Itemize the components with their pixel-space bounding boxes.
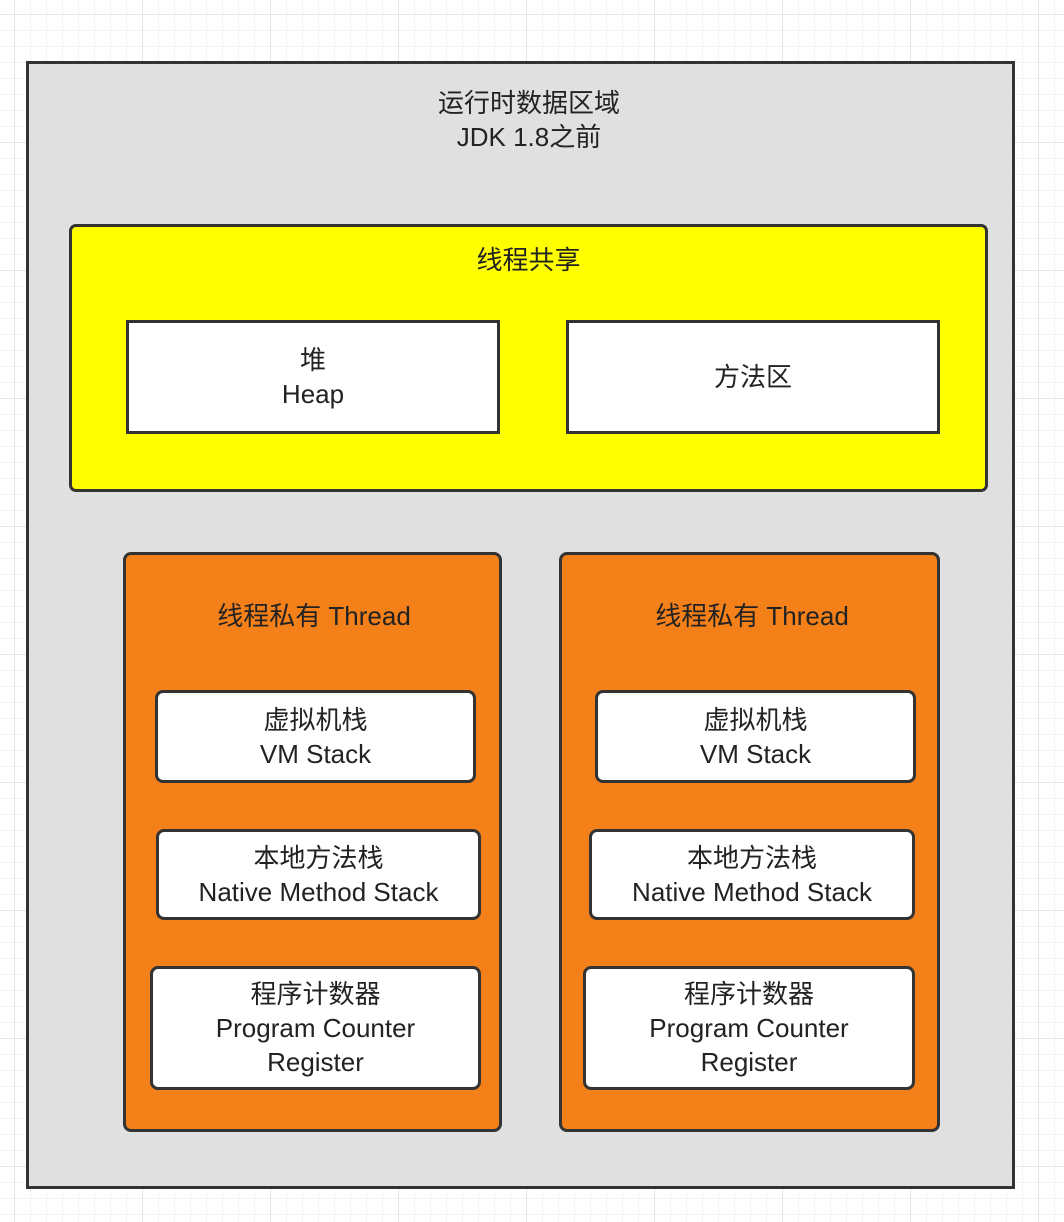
thread-private-title-1: 线程私有 Thread xyxy=(217,601,411,631)
method-area-label: 方法区 xyxy=(713,362,792,392)
heap-box: 堆 Heap xyxy=(126,320,500,434)
runtime-data-area-title: 运行时数据区域 JDK 1.8之前 xyxy=(437,88,620,152)
method-area-box: 方法区 xyxy=(566,320,940,434)
native-method-stack-box-2: 本地方法栈 Native Method Stack xyxy=(589,829,915,920)
program-counter-register-box-2: 程序计数器 Program Counter Register xyxy=(583,966,915,1090)
thread-private-title-2: 线程私有 Thread xyxy=(655,601,849,631)
heap-label-en: Heap xyxy=(281,379,345,409)
native-method-stack-box-1: 本地方法栈 Native Method Stack xyxy=(156,829,481,920)
vm-stack-box-1: 虚拟机栈 VM Stack xyxy=(155,690,476,783)
thread-shared-title: 线程共享 xyxy=(476,245,581,275)
heap-label-zh: 堆 xyxy=(299,345,326,375)
program-counter-register-box-1: 程序计数器 Program Counter Register xyxy=(150,966,481,1090)
vm-stack-box-2: 虚拟机栈 VM Stack xyxy=(595,690,916,783)
